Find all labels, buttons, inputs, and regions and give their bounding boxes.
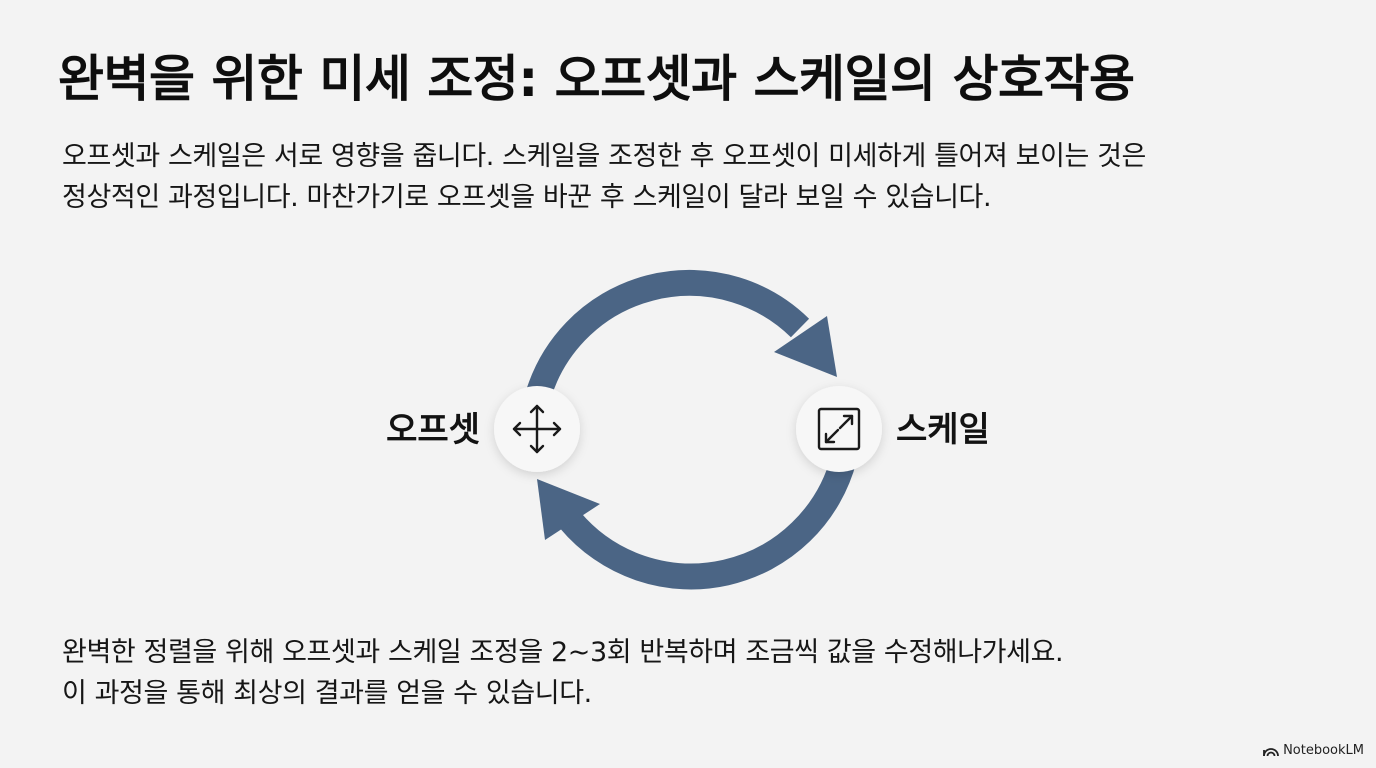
offset-node [494, 386, 580, 472]
scale-node-label: 스케일 [896, 410, 990, 450]
bottom-cycle-arrowhead [537, 479, 600, 540]
bottom-cycle-arrow-arc [560, 454, 857, 590]
top-cycle-arrow-arc [525, 269, 810, 400]
outro-line-2: 이 과정을 통해 최상의 결과를 얻을 수 있습니다. [62, 678, 592, 709]
outro-line-1: 완벽한 정렬을 위해 오프셋과 스케일 조정을 2~3회 반복하며 조금씩 값을… [62, 637, 1064, 668]
move-arrows-icon [512, 404, 562, 454]
notebooklm-watermark: NotebookLM [1263, 742, 1364, 760]
outro-paragraph: 완벽한 정렬을 위해 오프셋과 스케일 조정을 2~3회 반복하며 조금씩 값을… [62, 632, 1322, 714]
scale-node [796, 386, 882, 472]
offset-node-label: 오프셋 [386, 410, 480, 450]
intro-line-1: 오프셋과 스케일은 서로 영향을 줍니다. 스케일을 조정한 후 오프셋이 미세… [62, 141, 1146, 172]
top-cycle-arrowhead [774, 316, 837, 377]
intro-line-2: 정상적인 과정입니다. 마찬가기로 오프셋을 바꾼 후 스케일이 달라 보일 수… [62, 182, 992, 213]
slide-title: 완벽을 위한 미세 조정: 오프셋과 스케일의 상호작용 [58, 50, 1135, 108]
brand-name: NotebookLM [1283, 743, 1364, 758]
expand-icon [817, 407, 861, 451]
intro-paragraph: 오프셋과 스케일은 서로 영향을 줍니다. 스케일을 조정한 후 오프셋이 미세… [62, 136, 1322, 218]
notebooklm-logo-icon [1263, 748, 1279, 757]
